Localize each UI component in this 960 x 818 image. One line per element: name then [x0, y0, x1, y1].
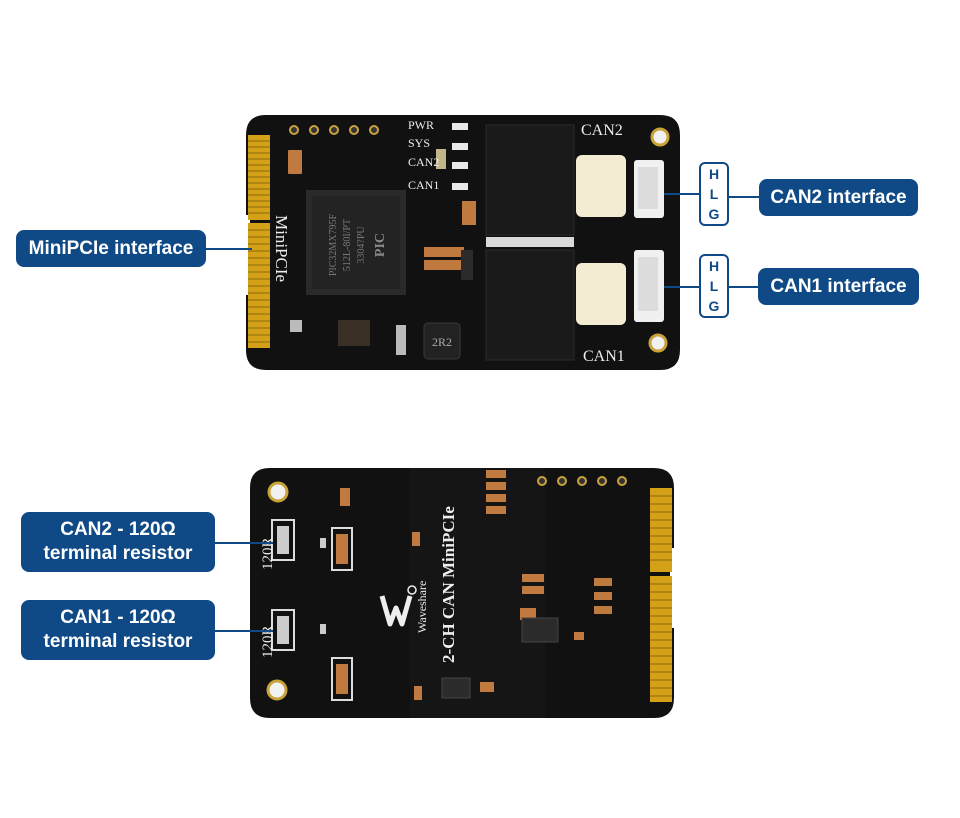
can2-hlg-box: H L G — [699, 162, 729, 226]
can1-leader-a — [664, 286, 700, 288]
can1-interface-text: CAN1 interface — [770, 275, 907, 297]
can1-leader-b — [729, 286, 759, 288]
can-connectors — [634, 160, 664, 322]
silk-can1-led: CAN1 — [408, 178, 439, 192]
silk-can2-led: CAN2 — [408, 155, 439, 169]
hlg-h: H — [708, 166, 720, 182]
minipcie-callout-text: MiniPCIe interface — [28, 237, 194, 259]
can1-resistor-line1: CAN1 - 120Ω — [60, 607, 176, 628]
silk-brand: Waveshare — [415, 581, 429, 633]
can2-resistor-line2: terminal resistor — [43, 543, 193, 564]
chip-brand: PIC — [373, 233, 388, 257]
hlg-g: G — [708, 206, 720, 222]
mcu-chip: PIC32MX795F 512L-80I/PT 3304?PU PIC — [306, 190, 406, 295]
silk-can1: CAN1 — [583, 348, 625, 365]
gold-fingers-bottom — [650, 488, 672, 702]
can2-interface-text: CAN2 interface — [770, 186, 907, 208]
hlg-l: L — [709, 278, 719, 294]
can2-leader-b — [729, 196, 760, 198]
minipcie-leader — [206, 248, 252, 250]
inductor: 2R2 — [423, 322, 461, 360]
can2-resistor-callout: CAN2 - 120Ω terminal resistor — [21, 512, 215, 572]
gold-fingers-top — [248, 135, 270, 348]
pin-header — [289, 125, 379, 135]
silk-120r-bottom: 120R — [260, 625, 276, 658]
silk-title: 2-CH CAN MiniPCIe — [439, 506, 458, 663]
hlg-g: G — [708, 298, 720, 314]
can1-resistor-line2: terminal resistor — [43, 631, 193, 652]
silk-minipcie: MiniPCIe — [272, 215, 291, 282]
smd-components — [320, 470, 612, 700]
can1-interface-callout: CAN1 interface — [758, 268, 919, 305]
chip-line2: 512L-80I/PT — [342, 219, 353, 271]
can2-interface-callout: CAN2 interface — [759, 179, 918, 216]
top-board: PIC32MX795F 512L-80I/PT 3304?PU PIC 2R2 — [246, 115, 680, 370]
minipcie-callout: MiniPCIe interface — [16, 230, 206, 267]
waveshare-logo-icon — [379, 585, 417, 627]
pin-pads — [537, 476, 627, 486]
can1-resistor-callout: CAN1 - 120Ω terminal resistor — [21, 600, 215, 660]
silk-sys: SYS — [408, 136, 430, 150]
ic-packages — [441, 617, 559, 699]
smd-components — [288, 149, 476, 355]
common-mode-chokes — [576, 155, 626, 325]
can2-resistor-leader — [215, 542, 273, 544]
hlg-l: L — [709, 186, 719, 202]
silk-120r-top: 120R — [260, 537, 276, 570]
silk-can2: CAN2 — [581, 122, 623, 139]
silk-pwr: PWR — [408, 118, 434, 132]
chip-line3: 3304?PU — [356, 226, 367, 264]
can1-hlg-box: H L G — [699, 254, 729, 318]
can2-leader-a — [664, 193, 700, 195]
status-leds — [452, 123, 468, 190]
bottom-board: 120R 120R 2-CH CAN MiniPCIe Waveshare — [250, 468, 674, 718]
inductor-label: 2R2 — [432, 335, 452, 349]
chip-line1: PIC32MX795F — [328, 213, 339, 276]
terminal-resistors — [271, 519, 353, 701]
can2-resistor-line1: CAN2 - 120Ω — [60, 519, 176, 540]
can-transceivers — [485, 124, 575, 361]
can1-resistor-leader — [215, 630, 273, 632]
hlg-h: H — [708, 258, 720, 274]
